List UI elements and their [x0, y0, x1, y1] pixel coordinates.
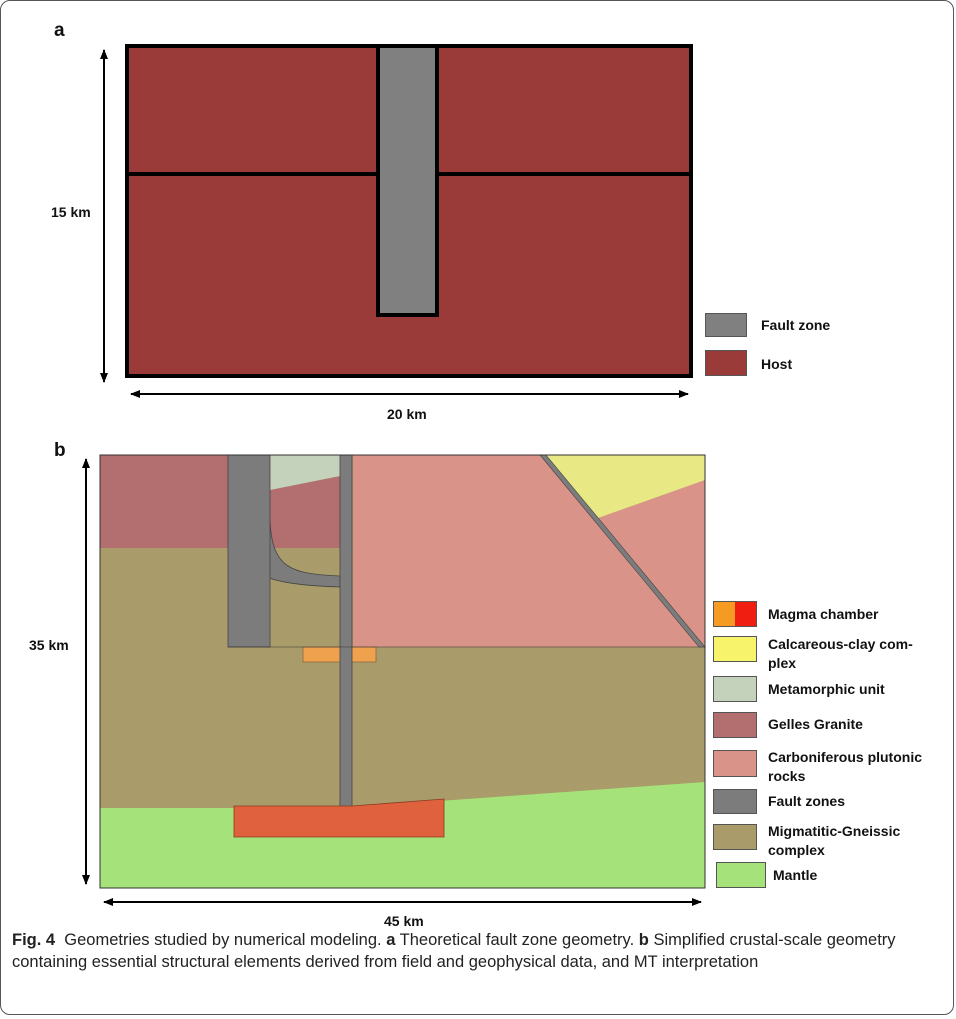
panel-a-letter: a: [54, 20, 65, 41]
legend-label-migmatitic-line1: Migmatitic-Gneissic: [768, 823, 901, 839]
panel-b-border: [99, 454, 706, 889]
figure-caption: Fig. 4 Geometries studied by numerical m…: [12, 930, 942, 973]
lower-magma-chamber: [233, 798, 445, 838]
legend-label-fault-zone: Fault zone: [761, 317, 831, 333]
legend-label-carboniferous-plutonic: Carboniferous plutonic rocks: [768, 748, 922, 786]
legend-swatch-magma-red: [735, 601, 757, 627]
caption-fig-number: Fig. 4: [12, 931, 56, 949]
legend-label-host: Host: [761, 356, 793, 372]
legend-label-magma-chamber: Magma chamber: [768, 606, 879, 622]
caption-a-label: a: [386, 931, 396, 949]
legend-swatch-carboniferous-plutonic: [713, 750, 757, 777]
legend-label-carboniferous-line2: rocks: [768, 768, 806, 784]
legend-swatch-metamorphic-unit: [713, 676, 757, 702]
legend-swatch-fault-zones: [713, 789, 757, 814]
carboniferous-plutonic-region: [353, 455, 705, 647]
caption-b-label: b: [638, 931, 649, 949]
legend-label-calcareous-clay: Calcareous-clay com- plex: [768, 635, 913, 673]
fault-zone-narrow: [339, 454, 353, 812]
legend-swatch-gelles-granite: [713, 712, 757, 738]
panel-b-model: [99, 454, 706, 889]
legend-swatch-calcareous-clay: [713, 636, 757, 662]
legend-swatch-mantle: [716, 862, 766, 888]
caption-b-text: Simplified crustal-scale geometry contai…: [12, 931, 896, 971]
legend-label-metamorphic-unit: Metamorphic unit: [768, 681, 885, 697]
legend-label-calcareous-clay-line2: plex: [768, 655, 797, 671]
legend-label-migmatitic-gneissic: Migmatitic-Gneissic complex: [768, 822, 900, 860]
panel-b-letter: b: [54, 440, 66, 461]
legend-swatch-fault-zone: [705, 313, 747, 337]
panel-a-height-label: 15 km: [51, 204, 91, 220]
panel-a-width-label: 20 km: [387, 406, 427, 422]
legend-label-calcareous-clay-line1: Calcareous-clay com-: [768, 636, 913, 652]
fault-zone-block: [376, 44, 439, 317]
legend-label-fault-zones: Fault zones: [768, 793, 846, 809]
legend-label-mantle: Mantle: [773, 867, 818, 883]
panel-a-model: [125, 44, 693, 378]
caption-intro: Geometries studied by numerical modeling…: [64, 931, 382, 949]
legend-label-carboniferous-line1: Carboniferous plutonic: [768, 749, 922, 765]
fault-zone-wide: [227, 454, 271, 648]
metamorphic-unit-region: [270, 455, 340, 490]
gelles-granite-region-west: [100, 455, 228, 548]
legend-label-gelles-granite: Gelles Granite: [768, 716, 863, 732]
carboniferous-plutonic-region-east: [598, 480, 705, 647]
upper-magma-chamber: [302, 646, 377, 663]
legend-swatch-migmatitic-gneissic: [713, 824, 757, 850]
legend-label-migmatitic-line2: complex: [768, 842, 825, 858]
legend-swatch-host: [705, 350, 747, 376]
panel-b-height-label: 35 km: [29, 637, 69, 653]
panel-b-width-label: 45 km: [384, 913, 424, 929]
legend-swatch-magma-orange: [713, 601, 735, 627]
caption-a-text: Theoretical fault zone geometry.: [399, 931, 635, 949]
gelles-granite-region-east: [270, 476, 340, 548]
